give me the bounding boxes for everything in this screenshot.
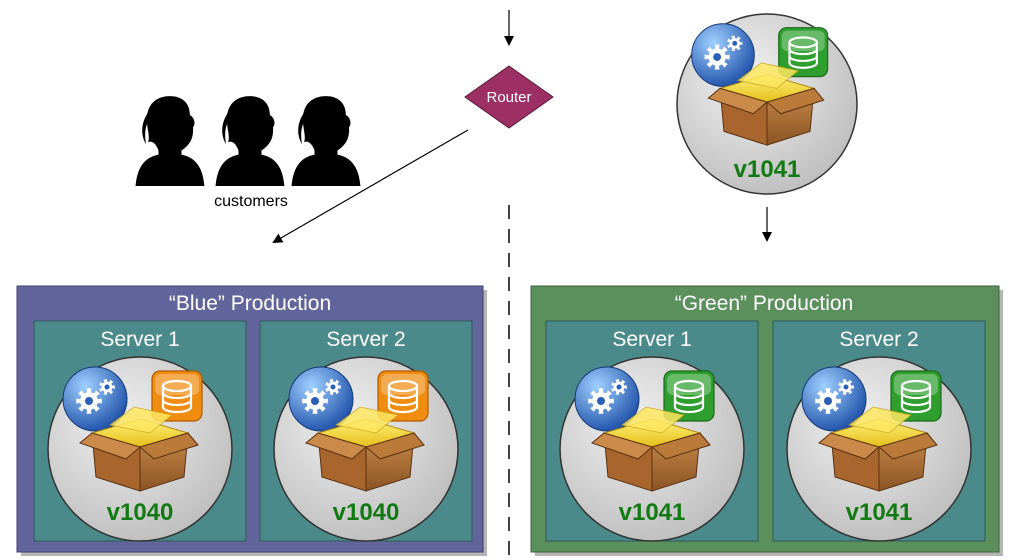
release-badge — [47, 356, 233, 542]
blue-environment: “Blue” Production Server 1 v1040 Server … — [16, 285, 487, 556]
green-server-1: Server 1 v1041 — [545, 320, 759, 542]
database-icon — [151, 370, 203, 422]
blue-environment-title: “Blue” Production — [169, 292, 331, 315]
gear-icon — [62, 366, 128, 432]
customer-icon — [291, 96, 361, 186]
green-environment-title: “Green” Production — [675, 292, 854, 315]
green-environment: “Green” Production Server 1 v1041 Server… — [530, 285, 1003, 556]
router-diamond — [464, 65, 554, 129]
router-to-blue-arrow — [272, 129, 469, 243]
package-icon — [305, 406, 425, 492]
release-badge — [559, 356, 745, 542]
staging-release-badge — [676, 13, 858, 195]
package-icon — [707, 62, 825, 146]
blue-server-1: Server 1 v1040 — [33, 320, 247, 542]
customer-icon — [135, 96, 205, 186]
gear-icon — [288, 366, 354, 432]
release-badge — [786, 356, 972, 542]
router-node: Router — [464, 65, 554, 129]
version-label: v1041 — [619, 499, 686, 526]
server-label: Server 2 — [839, 328, 918, 351]
router-label: Router — [486, 89, 531, 106]
version-label: v1041 — [846, 499, 913, 526]
database-icon — [778, 27, 829, 78]
customers-label: customers — [214, 193, 288, 210]
green-server-2: Server 2 v1041 — [772, 320, 986, 542]
package-icon — [79, 406, 199, 492]
customers-group: customers — [135, 96, 361, 210]
gear-icon — [574, 366, 640, 432]
package-icon — [591, 406, 711, 492]
version-label: v1040 — [333, 499, 400, 526]
database-icon — [377, 370, 429, 422]
staging-version-label: v1041 — [734, 156, 801, 183]
server-label: Server 1 — [612, 328, 691, 351]
gear-icon — [691, 23, 755, 87]
customer-icon — [215, 96, 285, 186]
blue-server-2: Server 2 v1040 — [259, 320, 473, 542]
gear-icon — [801, 366, 867, 432]
database-icon — [890, 370, 942, 422]
server-label: Server 2 — [326, 328, 405, 351]
database-icon — [663, 370, 715, 422]
version-label: v1040 — [107, 499, 174, 526]
release-badge — [273, 356, 459, 542]
package-icon — [818, 406, 938, 492]
server-label: Server 1 — [100, 328, 179, 351]
